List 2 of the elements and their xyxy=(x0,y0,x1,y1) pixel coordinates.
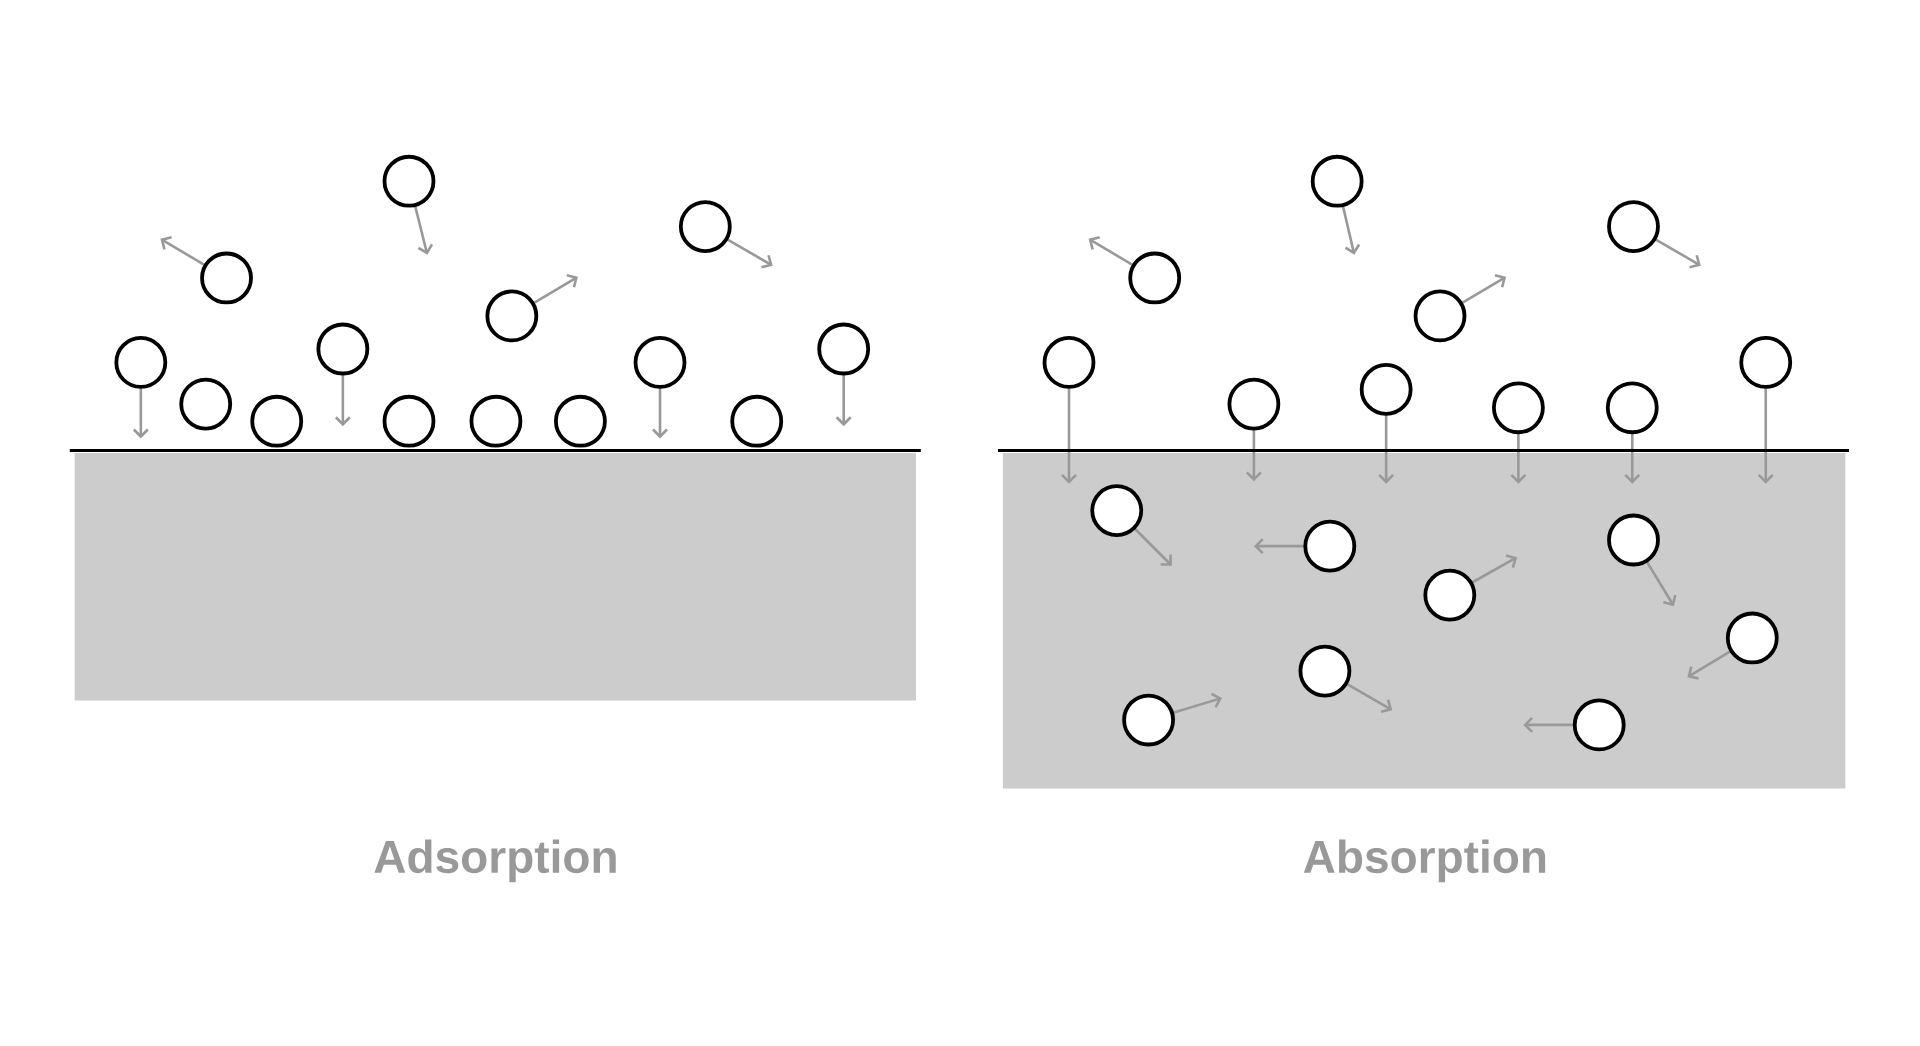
caption-text: Adsorption xyxy=(374,839,616,883)
caption-text: Absorption xyxy=(1303,839,1546,883)
